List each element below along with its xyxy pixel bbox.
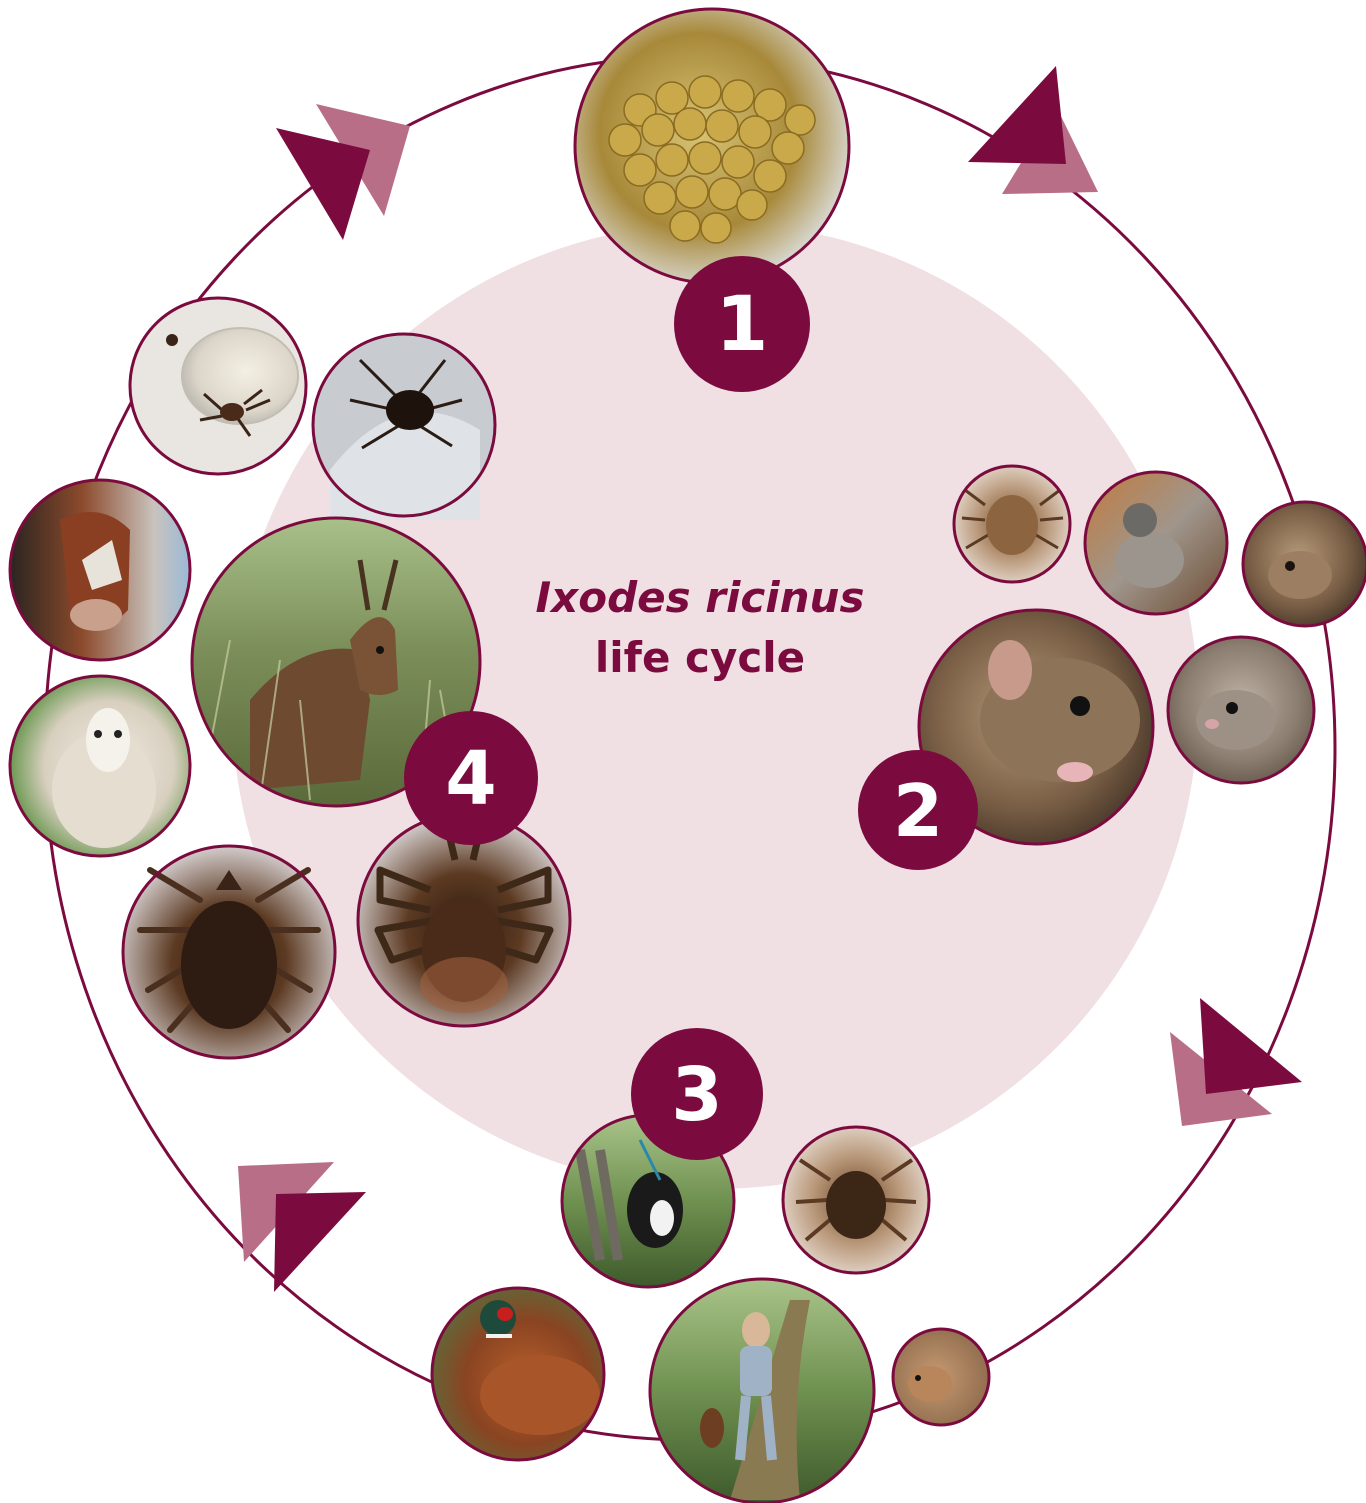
cycle-arrow-bottom-left — [238, 1162, 366, 1292]
diagram-title: Ixodes ricinus life cycle — [500, 568, 900, 688]
engorged-female-tick-photo — [130, 298, 306, 474]
vole-host-photo — [1168, 637, 1314, 783]
larva-tick-photo — [954, 466, 1070, 582]
stage-number-3: 3 — [671, 1052, 723, 1138]
stage-number-4: 4 — [445, 736, 497, 822]
hiker-with-dog-photo — [650, 1279, 874, 1503]
cow-host-photo — [10, 480, 190, 660]
stage-badge-4: 4 — [404, 711, 538, 845]
stage-number-1: 1 — [716, 279, 769, 368]
cycle-arrow-top-right — [968, 66, 1098, 194]
stage-number-2: 2 — [893, 769, 943, 853]
female-tick-photo — [123, 846, 335, 1058]
rabbit-host-photo — [893, 1329, 989, 1425]
stage-badge-2: 2 — [858, 750, 978, 870]
nymph-tick-photo — [783, 1127, 929, 1273]
cycle-arrow-top-left — [276, 104, 410, 240]
tick-eggs-photo — [575, 9, 849, 283]
cycle-arrow-bottom-right — [1170, 998, 1302, 1126]
title-subtitle: life cycle — [500, 628, 900, 688]
stage-badge-3: 3 — [631, 1028, 763, 1160]
bird-host-photo — [1085, 472, 1227, 614]
stage-badge-1: 1 — [674, 256, 810, 392]
mating-ticks-photo — [313, 334, 495, 520]
male-tick-photo — [358, 814, 570, 1026]
sheep-host-photo — [10, 676, 190, 856]
species-name: Ixodes ricinus — [500, 568, 900, 628]
pheasant-host-photo — [432, 1288, 604, 1460]
mouse-host-photo — [1243, 502, 1366, 626]
